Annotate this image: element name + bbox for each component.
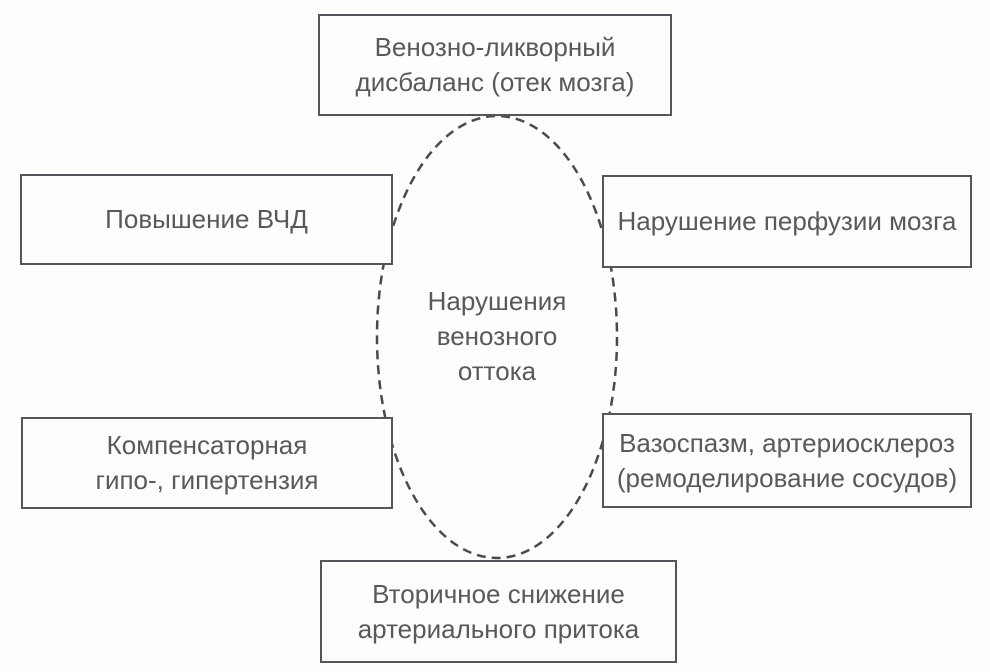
node-increased-icp: Повышение ВЧД xyxy=(20,174,393,265)
node-label-line: Повышение ВЧД xyxy=(105,204,308,234)
node-brain-perfusion-impairment: Нарушение перфузии мозга xyxy=(602,175,972,268)
node-label-line: (ремоделирование сосудов) xyxy=(616,462,958,493)
node-label-line: артериального притока xyxy=(357,613,640,644)
center-label-line: оттока xyxy=(457,356,537,386)
ellipse-outline xyxy=(375,114,619,560)
node-label-line: Нарушение перфузии мозга xyxy=(617,206,957,236)
center-label-venous-outflow-disorders: Нарушения венозного оттока xyxy=(377,284,617,389)
center-label-line: Нарушения xyxy=(427,286,567,316)
node-label-line: Вторичное снижение xyxy=(372,578,625,609)
node-vasospasm-arteriosclerosis: Вазоспазм, артериосклероз (ремоделирован… xyxy=(602,413,972,508)
node-label-line: дисбаланс (отек мозга) xyxy=(355,67,635,97)
node-label-line: Вазоспазм, артериосклероз xyxy=(619,427,955,458)
node-secondary-arterial-inflow-decrease: Вторичное снижение артериального притока xyxy=(320,560,677,663)
center-label-line: венозного xyxy=(436,321,558,351)
node-venous-liquor-imbalance: Венозно-ликворный дисбаланс (отек мозга) xyxy=(318,14,672,116)
node-compensatory-hypo-hypertension: Компенсаторная гипо-, гипертензия xyxy=(21,417,393,509)
node-label-line: Венозно-ликворный xyxy=(374,32,616,62)
node-label-line: гипо-, гипертензия xyxy=(95,465,319,495)
node-label-line: Компенсаторная xyxy=(106,430,308,460)
